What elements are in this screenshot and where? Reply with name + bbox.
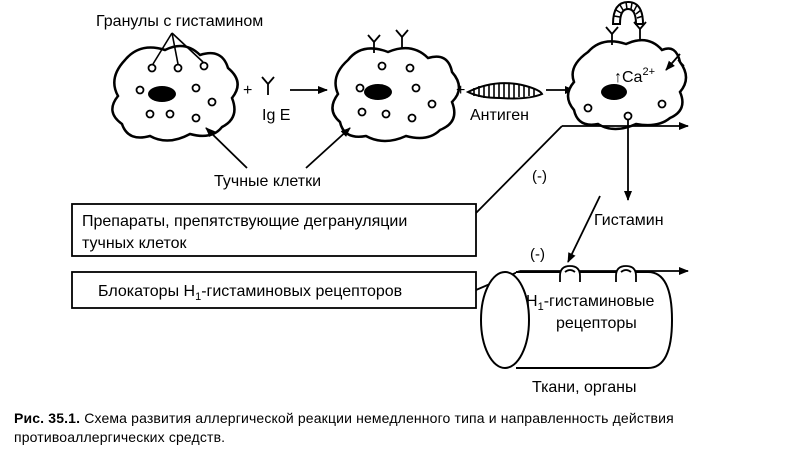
- h1-blockers-sub: 1: [195, 291, 201, 303]
- tissues-label: Ткани, органы: [532, 379, 637, 396]
- bound-antigen-icon: [611, 0, 645, 25]
- figure-caption-text: Схема развития аллергической реакции нем…: [14, 410, 674, 445]
- h1-blockers-box: [71, 271, 477, 309]
- h1-receptors-line-1: H1-гистаминовые: [526, 293, 655, 313]
- h1-receptors-sub: 1: [538, 301, 544, 313]
- h1-blockers-text: Блокаторы H1-гистаминовых рецепторов: [98, 283, 402, 303]
- granules-2: [355, 61, 437, 123]
- plus-sign-1: +: [243, 82, 252, 99]
- h1-blockers-prefix: Блокаторы H: [98, 283, 195, 300]
- calcium-charge: 2+: [642, 66, 655, 78]
- arrow-to-cell-1: [205, 127, 248, 169]
- h1-blockers-suffix: -гистаминовых рецепторов: [201, 283, 402, 300]
- granules-pointer: [152, 32, 204, 65]
- ige-antibody-icon: [261, 76, 275, 95]
- mast-cell-1: [111, 44, 239, 142]
- inhibition-sign-1: (-): [532, 168, 547, 185]
- h1-receptors-prefix: H: [526, 293, 538, 310]
- tissue-cylinder: [480, 265, 674, 369]
- mast-cell-2: [331, 29, 461, 143]
- h1-receptors-suffix: -гистаминовые: [544, 293, 655, 310]
- calcium-influx-arrow: [665, 53, 681, 71]
- nucleus-3: [601, 84, 627, 100]
- inhibition-line-1: [475, 125, 563, 214]
- degranulation-text-line-1: Препараты, препятствующие дегрануляции: [82, 213, 407, 230]
- histamine-label: Гистамин: [594, 212, 664, 229]
- plus-sign-2: +: [456, 82, 465, 99]
- degranulation-text-line-2: тучных клеток: [82, 235, 188, 252]
- mast-cell-3: [566, 0, 688, 131]
- granules-3: [583, 99, 667, 121]
- degranulation-box: [71, 203, 477, 257]
- granules-1: [135, 61, 217, 123]
- mast-cells-label: Тучные клетки: [214, 173, 321, 190]
- antigen-label: Антиген: [470, 107, 529, 124]
- h1-receptor-icons: [559, 265, 637, 282]
- calcium-arrow: ↑: [614, 69, 622, 86]
- antigen-icon: [465, 82, 544, 100]
- h1-receptors-line-2: рецепторы: [556, 315, 637, 332]
- nucleus-1: [148, 86, 176, 102]
- nucleus-2: [364, 84, 392, 100]
- ige-label: Ig E: [262, 107, 290, 124]
- inhibition-arrow-2: [567, 195, 601, 263]
- figure-caption: Рис. 35.1. Схема развития аллергической …: [14, 409, 804, 447]
- calcium-channel-mark: [677, 59, 685, 67]
- inhibition-sign-2: (-): [530, 246, 545, 263]
- granules-label: Гранулы с гистамином: [96, 13, 263, 30]
- calcium-label: ↑Ca2+: [614, 66, 655, 86]
- arrow-to-cell-2: [305, 127, 351, 169]
- calcium-symbol: Ca: [622, 69, 643, 86]
- figure-number: Рис. 35.1.: [14, 410, 81, 426]
- bound-ige-icons: [367, 29, 409, 53]
